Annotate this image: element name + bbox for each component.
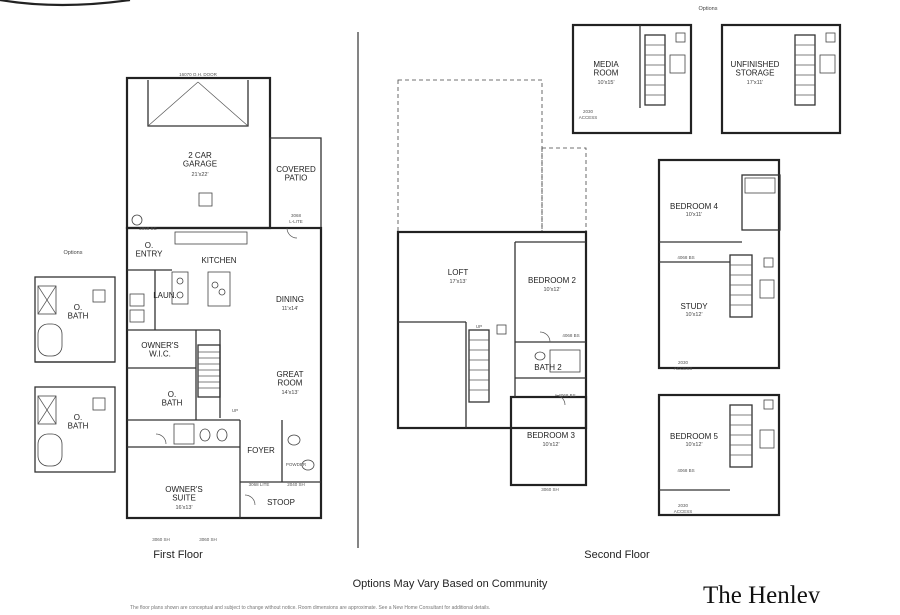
bedroom2-closet-dim: 4068 BS [562,333,579,338]
kitchen-island [207,271,231,307]
dining-label: DINING [276,295,304,304]
option-o-bath-2-label: O.BATH [68,413,89,431]
second-floor-walls [396,230,588,430]
loft-size: 17'x13' [449,279,466,285]
bedroom2-label: BEDROOM 2 [528,276,577,285]
bedroom4-size: 10'x11' [686,212,703,218]
powder-label: POWDER [286,462,307,467]
first-floor-walls [125,226,323,520]
garage-door-label: 16070 O.H. DOOR [179,72,218,77]
range [171,271,189,305]
option-media-room [571,23,693,135]
garage-mech-icon [131,214,143,226]
suite-window-dim-1: 3060 SH [152,537,170,542]
suite-window-dim-2: 3060 SH [199,537,217,542]
bedroom3-label: BEDROOM 3 [527,431,576,440]
footer-disclaimer: The floor plans shown are conceptual and… [130,605,491,611]
option-unfinished-storage [720,23,842,135]
bedroom2-size: 10'x12' [543,287,560,293]
footer-bar [0,603,900,615]
option-bedroom5 [657,393,781,517]
first-floor-caption: First Floor [153,549,203,561]
stair-up-label-2: UP [476,324,482,329]
bath2-tub [549,349,581,373]
bedroom4-closet-dim: 4068 BS [677,255,694,260]
great-room-size: 14'x13' [281,390,298,396]
water-heater [198,192,213,207]
dining-size: 11'x14' [282,306,299,312]
first-floor-stair [197,344,221,398]
o-bath-shower [173,423,195,445]
o-bath-label: O.BATH [162,390,183,408]
o-entry-label: O.ENTRY [136,241,164,259]
garage-entry-door-dim: 2868 SC [139,226,157,231]
stair-up-label: UP [232,408,238,413]
first-floor-plan [125,76,323,520]
kitchen-label: KITCHEN [201,256,236,265]
stoop-label: STOOP [267,498,295,507]
kitchen-upper-cabinets [174,231,248,245]
study-label: STUDY [680,302,708,311]
bedroom5-size: 10'x12' [685,442,702,448]
options-note: Options May Vary Based on Community [352,578,548,590]
dryer [129,309,145,323]
options-left-caption: Options [64,250,83,256]
media-room-size: 10'x15' [597,80,614,86]
second-floor-plan [396,79,588,487]
option-o-bath-2 [34,386,116,473]
option-o-bath-1 [34,276,116,363]
powder-window-dim: 2040 SH [287,482,305,487]
front-door-dim: 3068 LITE [249,482,270,487]
washer [129,293,145,307]
bedroom3-window-dim: 3060 SH [541,487,559,492]
laundry-label: LAUN. [153,291,177,300]
second-floor-roof-outline [397,79,543,233]
garage-size: 21'x22' [191,172,208,178]
study-size: 10'x12' [685,312,702,318]
second-floor-caption: Second Floor [584,549,650,561]
bedroom3-closet-dim: 4068 BS [558,393,575,398]
bedroom3-size: 10'x12' [542,442,559,448]
bedroom4-label: BEDROOM 4 [670,202,719,211]
options-top-caption: Options [699,6,718,12]
powder-sink [287,434,301,446]
garage-hip-roof [147,80,249,127]
powder-toilet [301,459,315,471]
bedroom5-label: BEDROOM 5 [670,432,719,441]
loft-label: LOFT [448,268,469,277]
bedroom5-closet-dim: 4068 BS [677,468,694,473]
option-o-bath-1-label: O.BATH [68,303,89,321]
logo-arc [0,0,131,7]
foyer-label: FOYER [247,446,275,455]
option-bedroom4-study [657,158,781,370]
second-floor-stair [468,329,490,403]
bath2-label: BATH 2 [534,363,562,372]
owners-suite-size: 16'x13' [175,505,192,511]
unfinished-storage-size: 17'x11' [747,80,764,86]
